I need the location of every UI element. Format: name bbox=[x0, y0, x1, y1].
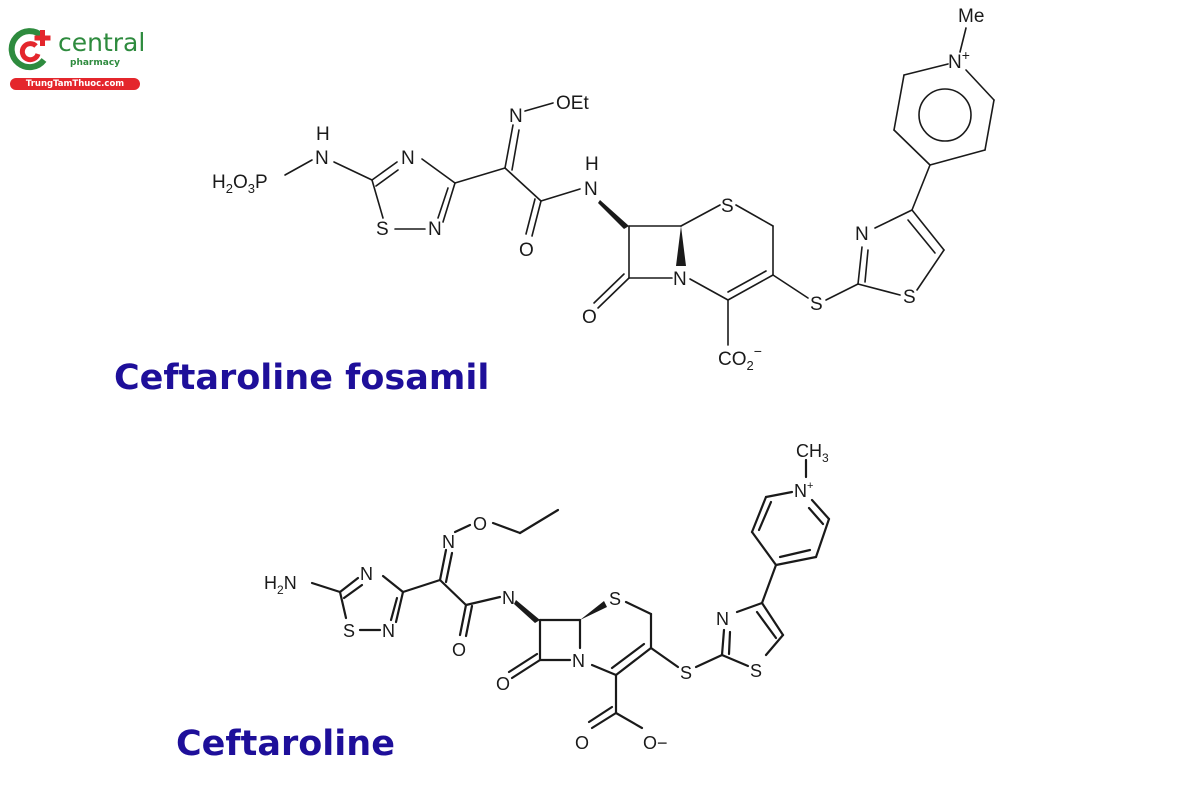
label-oxime-oet: OEt bbox=[556, 93, 589, 114]
caption-ceftaroline: Ceftaroline bbox=[176, 724, 395, 764]
central-pharmacy-logo: central pharmacy TrungTamThuoc.com bbox=[8, 26, 148, 92]
label-thiazole-n: N bbox=[855, 224, 869, 245]
label-amide-o: O bbox=[519, 240, 534, 261]
label-amide-h: H bbox=[585, 154, 599, 175]
label-thiadiazole-s: S bbox=[376, 219, 389, 240]
label-ring-s: S bbox=[721, 196, 734, 217]
logo-c-cross-icon bbox=[8, 28, 51, 71]
label-thioether-s: S bbox=[810, 294, 823, 315]
label-methyl: CH3 bbox=[796, 441, 829, 465]
label-amide-o: O bbox=[452, 640, 466, 660]
label-amide-n: N bbox=[584, 179, 598, 200]
label-thioether-s: S bbox=[680, 663, 692, 683]
label-methyl: Me bbox=[958, 6, 984, 27]
ceftaroline-fosamil-structure: H2O3P H N N S N N OEt O H N S N O CO2− S… bbox=[212, 6, 995, 373]
label-amide-n: N bbox=[502, 588, 515, 608]
label-oxime-o: O bbox=[473, 514, 487, 534]
label-pyridinium-n: N+ bbox=[794, 480, 813, 501]
label-oxime-n: N bbox=[442, 532, 455, 552]
label-thiadiazole-n2: N bbox=[428, 219, 442, 240]
logo-website: TrungTamThuoc.com bbox=[10, 78, 140, 90]
label-ring-s: S bbox=[609, 589, 621, 609]
label-carboxyl-o1: O bbox=[575, 733, 589, 753]
label-thiadiazole-s: S bbox=[343, 621, 355, 641]
label-thiazole-n: N bbox=[716, 609, 729, 629]
label-lactam-n: N bbox=[572, 651, 585, 671]
label-lactam-n: N bbox=[673, 269, 687, 290]
wedge-bond-icon bbox=[514, 600, 540, 623]
wedge-bond-icon bbox=[598, 200, 629, 229]
label-thiazole-s: S bbox=[903, 287, 916, 308]
label-lactam-o: O bbox=[496, 674, 510, 694]
label-amino: H2N bbox=[264, 573, 297, 597]
logo-subtitle: pharmacy bbox=[70, 58, 121, 68]
label-carboxyl-o2: O− bbox=[643, 733, 668, 753]
label-nh-h: H bbox=[316, 124, 330, 145]
label-thiazole-s: S bbox=[750, 661, 762, 681]
wedge-bond-icon bbox=[676, 226, 686, 266]
label-thiadiazole-n2: N bbox=[382, 621, 395, 641]
caption-ceftaroline-fosamil: Ceftaroline fosamil bbox=[114, 358, 490, 398]
label-lactam-o: O bbox=[582, 307, 597, 328]
label-phosphono: H2O3P bbox=[212, 172, 268, 196]
label-thiadiazole-n1: N bbox=[401, 148, 415, 169]
label-thiadiazole-n1: N bbox=[360, 564, 373, 584]
wedge-bond-icon bbox=[580, 601, 607, 620]
label-oxime-n: N bbox=[509, 106, 523, 127]
label-nh-n: N bbox=[315, 148, 329, 169]
logo-brand: central bbox=[58, 28, 146, 57]
